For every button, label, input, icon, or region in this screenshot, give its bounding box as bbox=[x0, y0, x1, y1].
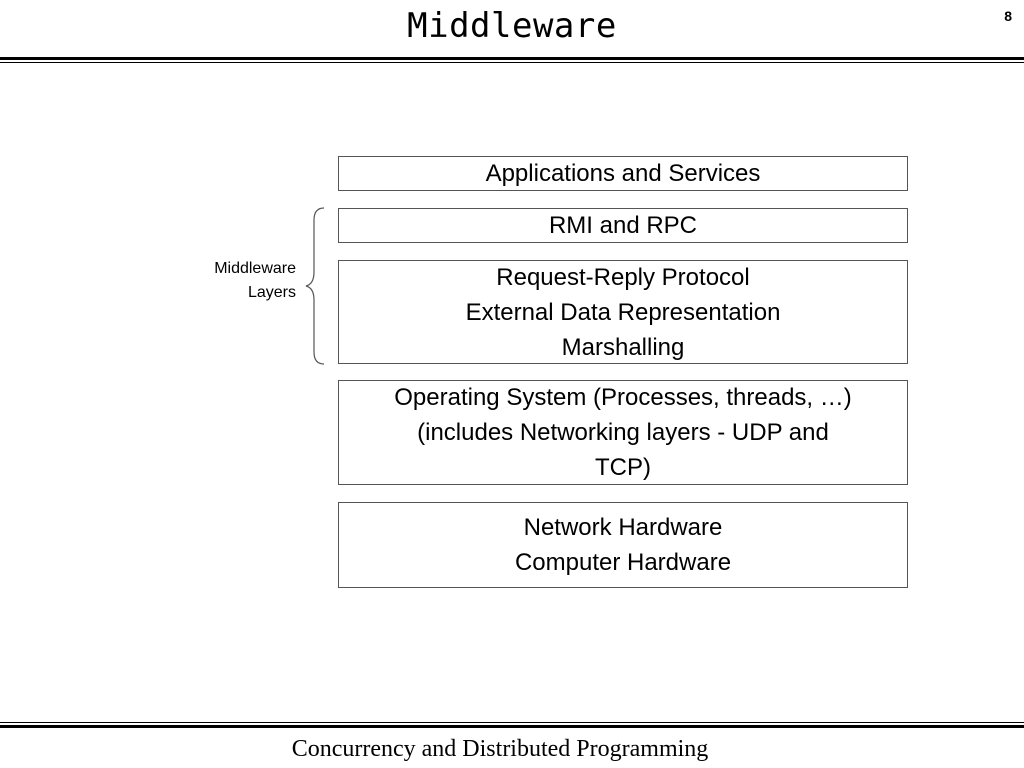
slide-title: Middleware bbox=[407, 6, 617, 46]
footer-rule-thick bbox=[0, 725, 1024, 728]
layer-operating-system: Operating System (Processes, threads, …)… bbox=[338, 380, 908, 485]
layer-text: RMI and RPC bbox=[548, 212, 698, 239]
middleware-label-line-1: Middleware bbox=[214, 260, 296, 277]
layer-text: Operating System (Processes, threads, …) bbox=[394, 384, 852, 411]
layer-hardware: Network Hardware Computer Hardware bbox=[338, 502, 908, 588]
slide-number: 8 bbox=[1004, 8, 1012, 24]
layer-text: Network Hardware bbox=[523, 514, 723, 541]
header-rule-thin bbox=[0, 62, 1024, 63]
layer-text: Marshalling bbox=[561, 333, 685, 361]
layer-text: Computer Hardware bbox=[514, 549, 732, 576]
middleware-layers-label: Middleware Layers bbox=[214, 257, 296, 305]
layer-applications-services: Applications and Services bbox=[338, 156, 908, 191]
layer-text: External Data Representation bbox=[465, 298, 781, 326]
layer-text: (includes Networking layers - UDP and bbox=[417, 419, 829, 446]
layer-text: Applications and Services bbox=[485, 160, 761, 187]
layer-text: Request-Reply Protocol bbox=[496, 263, 750, 291]
footer-rule-thin bbox=[0, 722, 1024, 723]
slide-footer: Concurrency and Distributed Programming bbox=[291, 736, 709, 762]
layer-rmi-rpc: RMI and RPC bbox=[338, 208, 908, 243]
layer-text: TCP) bbox=[595, 454, 651, 481]
header-rule-thick bbox=[0, 57, 1024, 60]
curly-brace-icon bbox=[305, 207, 325, 365]
layer-request-reply-protocol: Request-Reply Protocol External Data Rep… bbox=[338, 260, 908, 364]
middleware-label-line-2: Layers bbox=[247, 284, 296, 301]
